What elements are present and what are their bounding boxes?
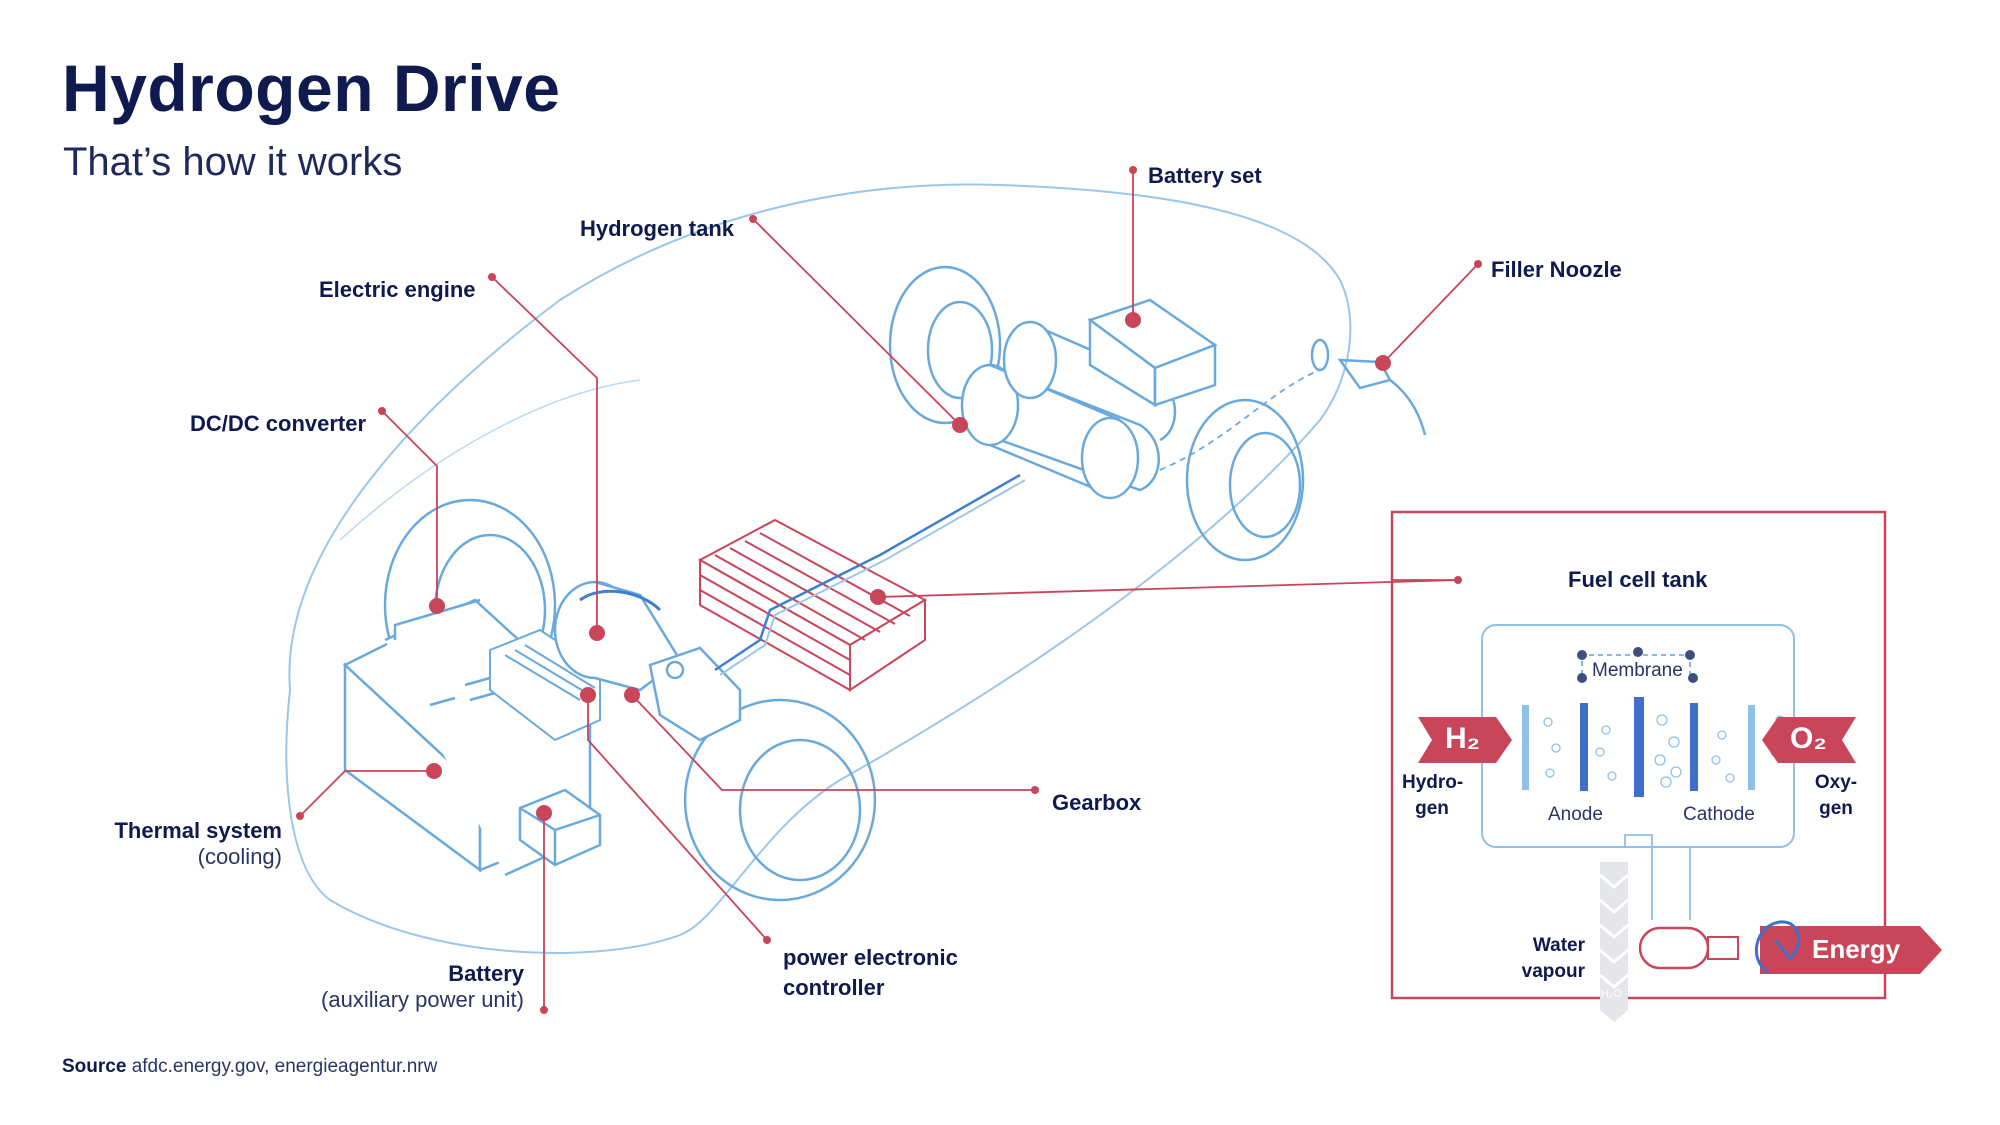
hydrogen-line-1: Hydro-	[1402, 772, 1464, 793]
label-thermal-system: Thermal system (cooling)	[80, 818, 282, 870]
label-dcdc-converter: DC/DC converter	[190, 411, 367, 436]
pec-line-2: controller	[783, 975, 885, 1000]
rear-wheel-top	[888, 265, 1002, 425]
front-wheel-right	[1185, 398, 1305, 562]
fuel-cell-plates	[1522, 697, 1755, 797]
h2o-label: H₂O	[1601, 988, 1622, 1000]
oxygen-line-2: gen	[1819, 798, 1853, 819]
water-vapour-chevrons	[1599, 873, 1629, 989]
label-gearbox: Gearbox	[1052, 790, 1142, 815]
oxygen-line-1: Oxy-	[1814, 772, 1858, 793]
energy-bulb	[1638, 926, 1710, 970]
pec-line-1: power electronic	[783, 945, 958, 970]
source-text: afdc.energy.gov, energieagentur.nrw	[126, 1056, 438, 1077]
membrane-label: Membrane	[1592, 660, 1683, 681]
battery-title: Battery	[448, 961, 524, 986]
anode-label: Anode	[1548, 804, 1603, 825]
hydrogen-line-2: gen	[1415, 798, 1449, 819]
source-note: Source afdc.energy.gov, energieagentur.n…	[62, 1056, 437, 1078]
h2-label: H₂	[1445, 722, 1480, 755]
hydrogen-pipe-2	[719, 479, 1026, 676]
thermal-system-title: Thermal system	[114, 818, 282, 843]
water-line-1: Water	[1532, 935, 1585, 956]
front-wheel-bottom	[683, 698, 877, 902]
label-battery-set: Battery set	[1148, 163, 1262, 188]
gearbox	[648, 646, 742, 742]
car-body-outline	[285, 183, 1352, 954]
h2-arrow	[1418, 717, 1512, 763]
fuel-cell-stack	[697, 518, 928, 692]
car-window-line	[339, 379, 641, 541]
callout-lines	[299, 170, 1479, 1010]
page-title: Hydrogen Drive	[62, 51, 561, 125]
label-electric-engine: Electric engine	[319, 277, 476, 302]
hydrogen-tanks	[960, 320, 1177, 500]
o2-arrow	[1762, 717, 1856, 763]
water-line-2: vapour	[1521, 961, 1585, 982]
water-vapour-label: Water vapour	[1505, 933, 1585, 985]
filler-nozzle-unit	[1159, 338, 1427, 471]
label-battery: Battery (auxiliary power unit)	[280, 961, 524, 1013]
energy-arrow	[1760, 926, 1942, 974]
energy-wire	[1624, 834, 1653, 920]
energy-label: Energy	[1812, 934, 1901, 964]
label-hydrogen-tank: Hydrogen tank	[580, 216, 735, 241]
o2-label: O₂	[1790, 722, 1827, 755]
hydrogen-pipe	[714, 473, 1021, 672]
battery-set-unit	[1087, 298, 1218, 408]
cathode-label: Cathode	[1683, 804, 1755, 825]
label-power-electronic-controller: power electronic controller	[783, 943, 958, 1003]
label-fuel-cell-tank: Fuel cell tank	[1568, 567, 1708, 592]
oxygen-label: Oxy- gen	[1806, 770, 1866, 822]
thermal-system-subtitle: (cooling)	[197, 844, 282, 869]
battery-subtitle: (auxiliary power unit)	[321, 987, 524, 1012]
hydrogen-label: Hydro- gen	[1402, 770, 1464, 822]
page-subtitle: That’s how it works	[63, 140, 403, 184]
fuel-cell-panel-frame	[1390, 510, 1887, 1000]
energy-swirl-icon	[1754, 920, 1801, 974]
source-label: Source	[62, 1056, 127, 1077]
label-filler-nozzle: Filler Noozle	[1491, 257, 1622, 282]
